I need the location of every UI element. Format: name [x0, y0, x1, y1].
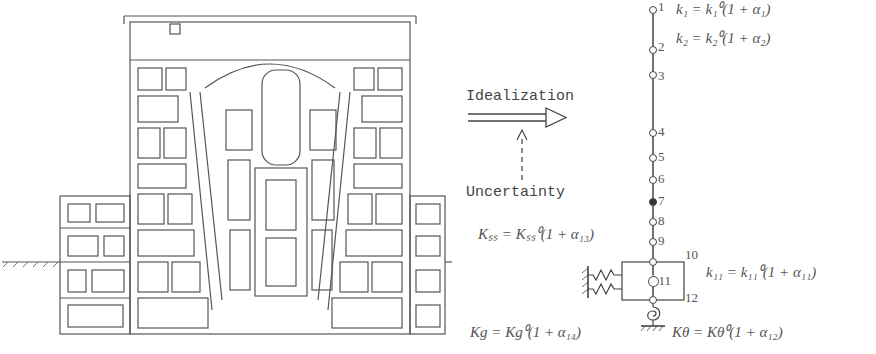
- node-number: 8: [658, 214, 665, 227]
- model-node: 11: [648, 276, 659, 287]
- step-label: Idealization: [466, 88, 574, 105]
- model-node: 12: [649, 296, 657, 304]
- model-node: 7: [649, 198, 657, 206]
- beam-element: [652, 14, 654, 46]
- rocking-spring: [648, 307, 660, 320]
- node-number: 7: [658, 194, 665, 207]
- node-number: 4: [658, 125, 665, 138]
- node-number: 1: [658, 0, 665, 13]
- step-label: Uncertainty: [466, 184, 565, 201]
- sway-spring: [588, 270, 622, 280]
- node-number: 10: [685, 248, 698, 261]
- stiffness-formula: k₁₁ = k₁₁⁰(1 + α₁₁): [706, 264, 816, 281]
- sway-spring: [588, 284, 622, 294]
- foundation-model: [582, 262, 684, 331]
- base-mat: [622, 262, 684, 300]
- stiffness-formula: k₂ = k₂⁰(1 + α₂): [676, 30, 771, 47]
- node-number: 9: [658, 234, 665, 247]
- beam-element: [652, 137, 654, 154]
- stiffness-formula: Kₛₛ = Kₛₛ⁰(1 + α₁₃): [478, 226, 594, 243]
- beam-element: [652, 184, 654, 198]
- model-node: 9: [649, 238, 657, 246]
- model-node: 4: [649, 129, 657, 137]
- beam-element: [652, 54, 654, 71]
- beam-element: [652, 162, 654, 176]
- stiffness-formula: Kθ = Kθ⁰(1 + α₁₂): [672, 324, 783, 341]
- beam-element: [652, 226, 654, 238]
- model-node: 3: [649, 71, 657, 79]
- model-node: 1: [649, 6, 657, 14]
- node-number: 6: [658, 172, 665, 185]
- idealization-arrow: [468, 108, 566, 127]
- stiffness-formula: Kg = Kg⁰(1 + α₁₄): [470, 324, 581, 341]
- beam-element: [652, 287, 654, 297]
- model-node: 6: [649, 176, 657, 184]
- node-number: 12: [685, 291, 698, 304]
- node-number: 3: [658, 69, 665, 82]
- beam-element: [652, 246, 654, 258]
- stiffness-formula: k₁ = k₁⁰(1 + α₁): [676, 1, 771, 18]
- node-number: 5: [658, 150, 665, 163]
- beam-element: [652, 79, 654, 129]
- node-number: 11: [659, 274, 672, 287]
- model-node: 2: [649, 46, 657, 54]
- model-node: 8: [649, 218, 657, 226]
- model-node: 10: [649, 258, 657, 266]
- beam-element: [652, 266, 654, 276]
- building-section: [2, 16, 452, 334]
- uncertainty-arrow: [517, 130, 527, 180]
- model-node: 5: [649, 154, 657, 162]
- beam-element: [652, 206, 654, 218]
- node-number: 2: [658, 40, 665, 53]
